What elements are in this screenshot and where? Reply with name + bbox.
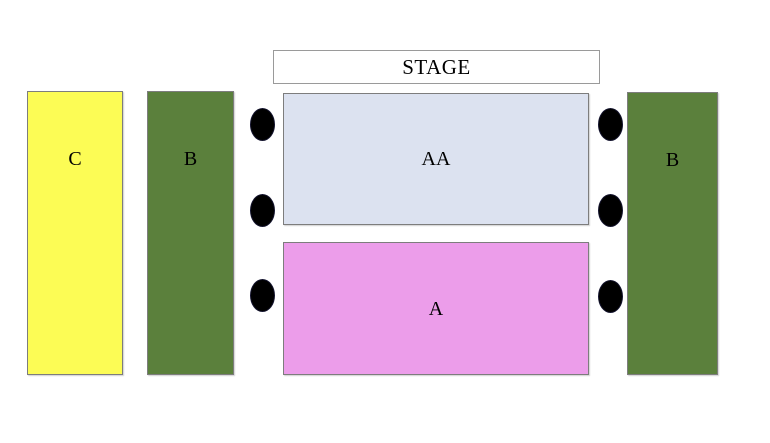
section-a[interactable]: A (283, 242, 589, 375)
speaker-dot-icon (250, 194, 275, 227)
section-aa[interactable]: AA (283, 93, 589, 225)
speaker-dot-icon (250, 108, 275, 141)
speaker-dot-icon (598, 108, 623, 141)
speaker-dot-icon (598, 280, 623, 313)
section-b-right[interactable]: B (627, 92, 718, 375)
section-aa-label: AA (421, 148, 451, 170)
section-b-left-label: B (183, 148, 198, 170)
section-a-label: A (428, 297, 444, 320)
speaker-dot-icon (598, 194, 623, 227)
section-c-label: C (68, 148, 82, 170)
section-b-left[interactable]: B (147, 91, 234, 375)
section-c[interactable]: C (27, 91, 123, 375)
speaker-dot-icon (250, 279, 275, 312)
stage-box: STAGE (273, 50, 600, 84)
section-b-right-label: B (665, 149, 680, 171)
stage-label: STAGE (402, 54, 471, 79)
